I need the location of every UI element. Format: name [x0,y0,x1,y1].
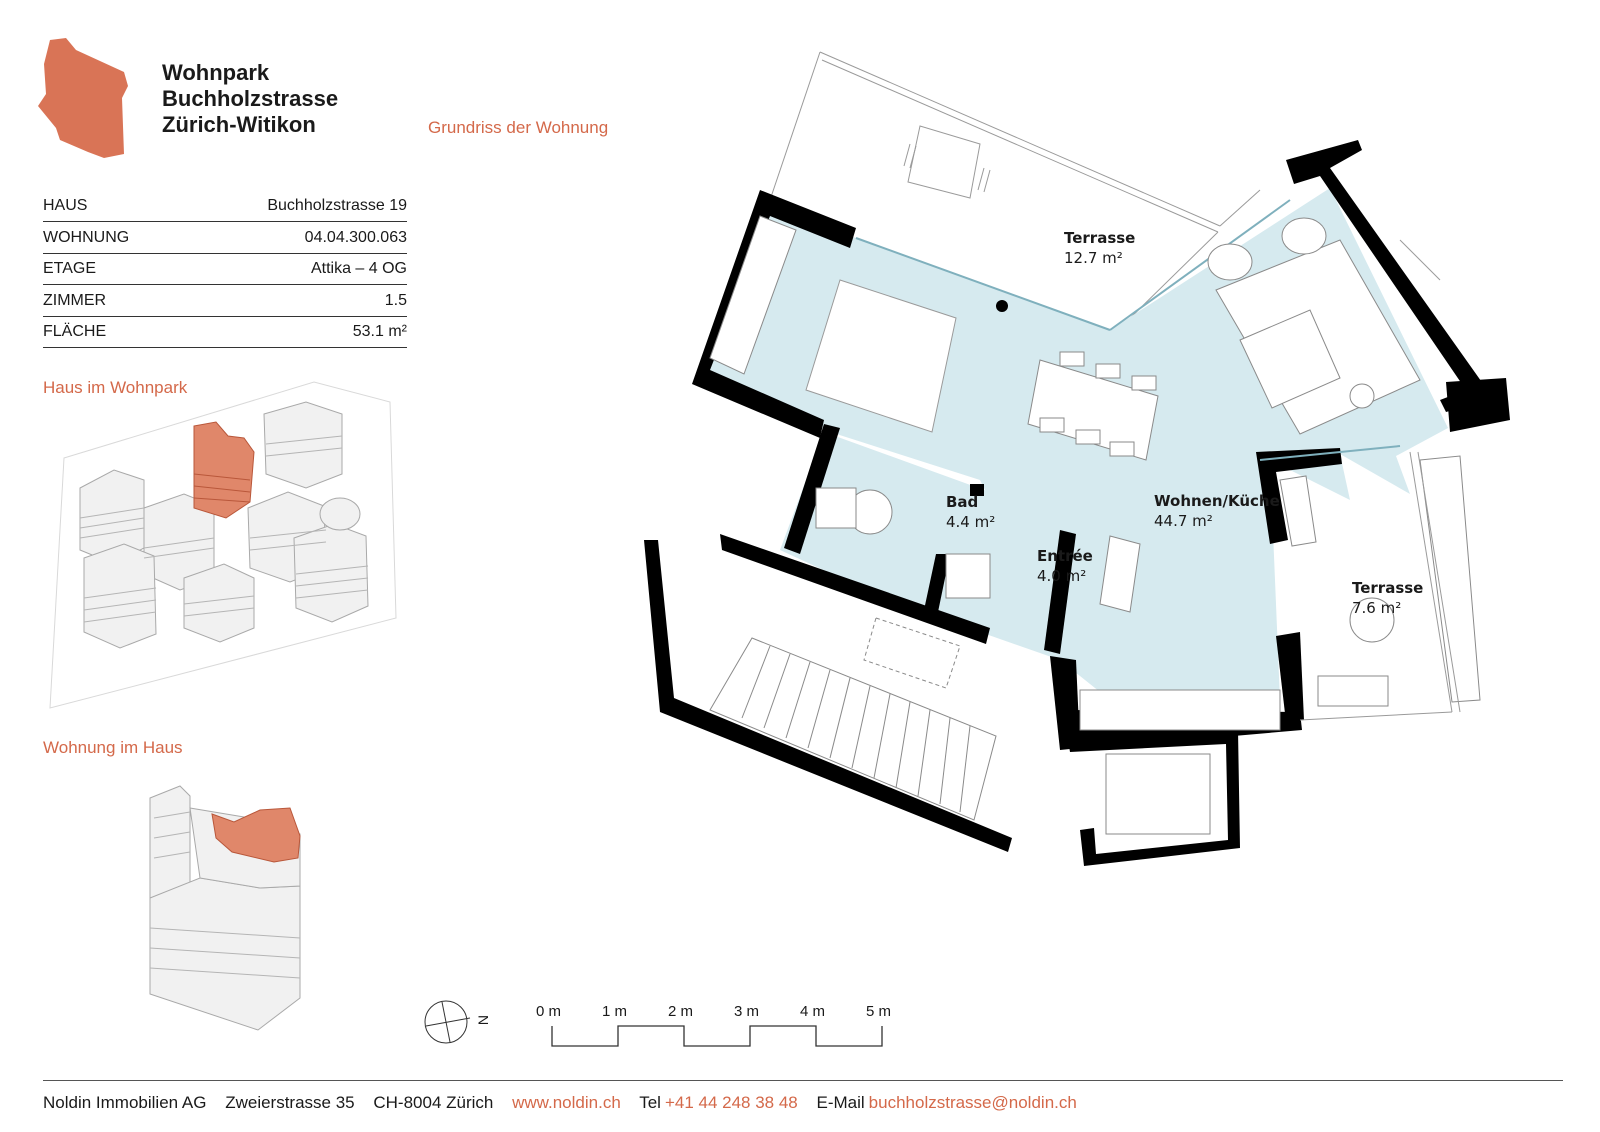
room-name: Terrasse [1064,229,1136,247]
info-value: Attika – 4 OG [310,260,407,277]
info-label: FLÄCHE [43,323,107,340]
scale-bar [551,1025,883,1047]
title-line-1: Wohnpark [162,60,270,85]
section-haus-im-wohnpark: Haus im Wohnpark [43,378,188,397]
info-label: ZIMMER [43,291,107,309]
room-name: Wohnen/Küche [1154,492,1280,510]
room-area: 4.4 m² [946,513,996,531]
floor-plan-drawing [644,51,1510,866]
info-value: Buchholzstrasse 19 [267,197,407,214]
room-label-terrasse-north: Terrasse 12.7 m² [1064,228,1135,268]
orange-hexagon-logo-icon [38,38,128,158]
building-axonometric-image [149,785,301,1031]
info-row-haus: HAUS Buchholzstrasse 19 [43,192,407,222]
info-row-etage: ETAGE Attika – 4 OG [43,255,407,285]
scale-tick-4: 4 m [800,1003,826,1020]
room-area: 44.7 m² [1154,512,1213,530]
site-axonometric-image [49,381,397,709]
info-value: 53.1 m² [352,323,407,340]
room-area: 4.0 m² [1037,567,1087,585]
info-label: WOHNUNG [43,228,130,246]
scale-tick-1: 1 m [602,1003,628,1020]
info-row-zimmer: ZIMMER 1.5 [43,287,407,317]
footer-tel-label: Tel [639,1093,661,1112]
footer-tel-link[interactable]: +41 44 248 38 48 [664,1093,798,1112]
north-label: N [475,1014,492,1026]
title-line-3: Zürich-Witikon [162,112,316,137]
apartment-info-table: HAUS Buchholzstrasse 19 WOHNUNG 04.04.30… [43,192,407,350]
project-title: Wohnpark Buchholzstrasse Zürich-Witikon [162,60,338,138]
footer: Noldin Immobilien AG Zweierstrasse 35 CH… [43,1093,1091,1113]
info-row-wohnung: WOHNUNG 04.04.300.063 [43,224,407,254]
footer-city: CH-8004 Zürich [373,1093,494,1112]
info-value: 04.04.300.063 [304,228,407,246]
room-area: 7.6 m² [1352,599,1402,617]
info-label: HAUS [43,197,88,214]
footer-email-label: E-Mail [816,1093,865,1112]
info-label: ETAGE [43,260,97,277]
room-area: 12.7 m² [1064,249,1123,267]
room-label-wohnen-kueche: Wohnen/Küche 44.7 m² [1154,491,1280,531]
info-value: 1.5 [384,291,407,309]
footer-divider [43,1080,1563,1081]
scale-tick-0: 0 m [536,1003,562,1020]
footer-street: Zweierstrasse 35 [225,1093,355,1112]
footer-website-link[interactable]: www.noldin.ch [512,1093,621,1112]
room-label-bad: Bad 4.4 m² [946,492,995,532]
title-line-2: Buchholzstrasse [162,86,339,111]
room-label-entree: Entrée 4.0 m² [1037,546,1093,586]
section-wohnung-im-haus: Wohnung im Haus [43,738,183,757]
footer-company: Noldin Immobilien AG [43,1093,207,1112]
scale-tick-3: 3 m [734,1003,760,1020]
room-label-terrasse-east: Terrasse 7.6 m² [1352,578,1423,618]
room-name: Terrasse [1352,579,1424,597]
room-name: Entrée [1037,547,1093,565]
room-name: Bad [946,493,979,511]
scale-tick-5: 5 m [866,1003,892,1020]
info-row-flaeche: FLÄCHE 53.1 m² [43,318,407,348]
north-arrow-icon [424,1000,471,1044]
plan-title: Grundriss der Wohnung [428,118,609,137]
footer-email-link[interactable]: buchholzstrasse@noldin.ch [868,1093,1077,1112]
scale-tick-2: 2 m [668,1003,694,1020]
